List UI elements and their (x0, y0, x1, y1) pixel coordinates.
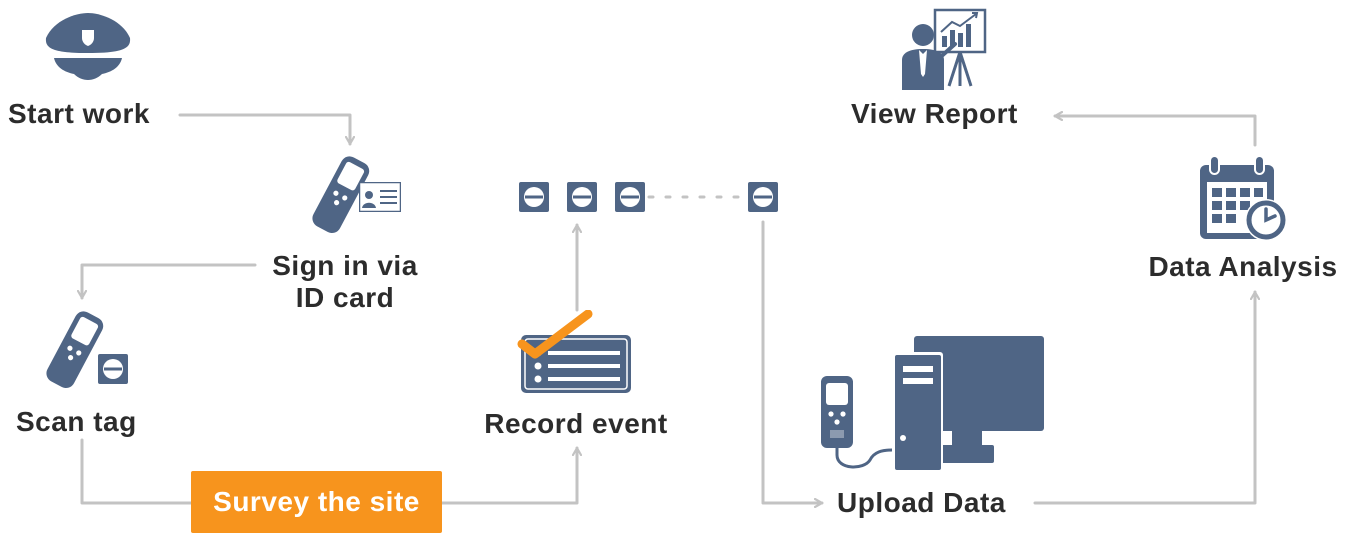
arrow-analysis-to-report (1053, 116, 1257, 147)
arrow-upload-to-analysis (1033, 290, 1255, 505)
step-label-sign-in-line1: Sign in via (272, 250, 418, 281)
handheld-reader-icon (46, 311, 104, 389)
arrow-start-to-signin (178, 113, 350, 146)
id-card-icon (359, 182, 401, 212)
step-label-data-analysis: Data Analysis (1148, 251, 1338, 282)
step-label-start-work: Start work (8, 98, 150, 129)
tag-icon (748, 182, 778, 212)
step-label-upload-data: Upload Data (837, 487, 1006, 518)
presentation-icon (902, 8, 987, 90)
arrow-tags-to-upload (761, 220, 824, 503)
step-label-sign-in: Sign in via ID card (255, 250, 435, 314)
checklist-icon (517, 310, 631, 393)
arrow-survey-to-record (440, 446, 577, 505)
step-label-record-event: Record event (484, 408, 668, 439)
arrow-scan-to-survey (80, 438, 193, 505)
step-label-view-report: View Report (851, 98, 1018, 129)
step-label-sign-in-line2: ID card (295, 282, 395, 313)
police-cap-icon (45, 13, 131, 80)
computer-icon (821, 336, 1044, 474)
arrow-signin-to-scan (82, 263, 257, 300)
tag-icon (98, 354, 128, 384)
calendar-clock-icon (1200, 155, 1287, 241)
handheld-reader-icon (312, 156, 370, 234)
step-label-scan-tag: Scan tag (16, 406, 137, 437)
tag-icon (567, 182, 597, 212)
tag-icon (519, 182, 549, 212)
step-badge-survey-site: Survey the site (191, 471, 442, 533)
tag-icon (615, 182, 645, 212)
